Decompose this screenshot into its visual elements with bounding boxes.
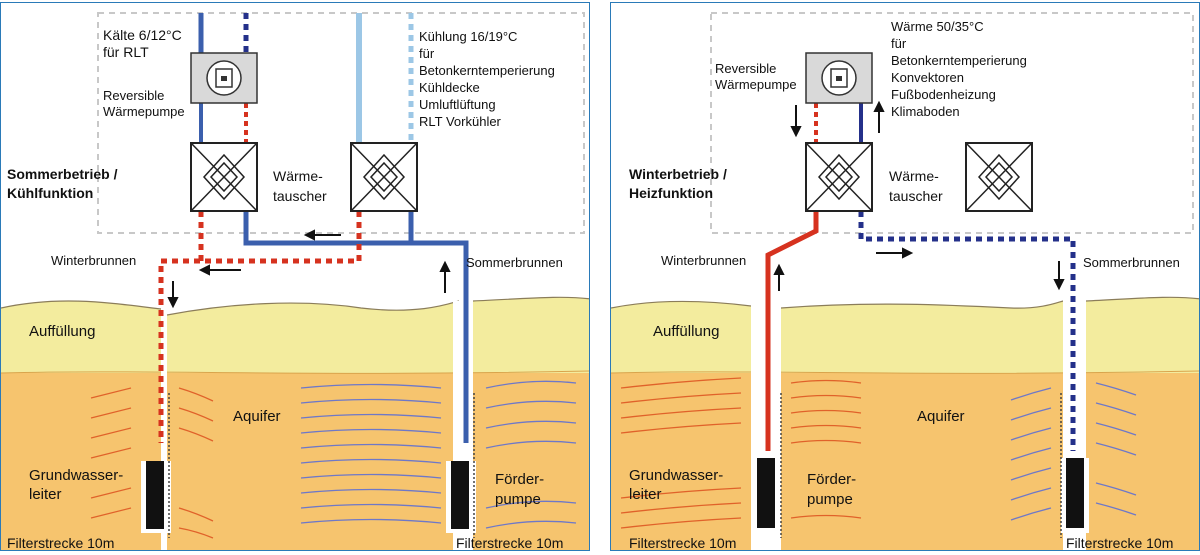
outflow-arrows-right: [1010, 382, 1137, 521]
exchanger-label-line1: Wärme-: [273, 168, 323, 184]
filter-left-label: Filterstrecke 10m: [7, 535, 115, 551]
winter-well-filter: [146, 461, 164, 529]
summer-diagram: [1, 12, 589, 550]
aquifer-layer: [611, 373, 1199, 550]
groundwater-label-line2: leiter: [29, 486, 62, 503]
cooling-use-2: Betonkerntemperierung: [419, 63, 555, 78]
heat-exchanger-icon: [805, 142, 873, 212]
cooling-use-5: RLT Vorkühler: [419, 114, 501, 129]
aquifer-layer: [1, 373, 589, 550]
winter-well-shaft: [161, 308, 167, 550]
heat-use-2: Betonkerntemperierung: [891, 53, 1027, 68]
groundwater-label-line2: leiter: [629, 486, 662, 503]
filter-right-label: Filterstrecke 10m: [456, 535, 564, 551]
pump-label-line1: Förder-: [807, 471, 857, 488]
heat-use-1: für: [891, 36, 907, 51]
cooling-use-3: Kühldecke: [419, 80, 480, 95]
winter-panel: Wärme 50/35°C für Betonkerntemperierung …: [610, 2, 1200, 551]
aquifer-label: Aquifer: [917, 408, 965, 425]
outflow-arrows-left: [90, 387, 214, 539]
filter-right-label: Filterstrecke 10m: [1066, 535, 1174, 551]
heat-exchanger-icon: [190, 142, 258, 212]
inflow-arrows-left: [620, 377, 862, 529]
building-boundary: [710, 12, 1194, 234]
heat-use-4: Fußbodenheizung: [891, 87, 996, 102]
cold-supply-target-label: für RLT: [103, 44, 149, 60]
fill-layer-label: Auffüllung: [653, 323, 720, 340]
winter-well-filter: [757, 458, 775, 528]
flow-arrows: [167, 229, 451, 309]
summer-well-label: Sommerbrunnen: [1083, 255, 1180, 270]
fill-layer-middle: [781, 301, 1063, 373]
fill-layer-right: [473, 297, 589, 373]
groundwater-label-line1: Grundwasser-: [29, 467, 124, 484]
cooling-use-4: Umluftlüftung: [419, 97, 496, 112]
cooling-use-1: für: [419, 46, 435, 61]
fill-layer-left: [1, 301, 161, 373]
fill-layer-right: [1086, 297, 1199, 373]
heat-use-5: Klimaboden: [891, 104, 960, 119]
heat-pump-label-line1: Reversible: [103, 88, 165, 103]
exchanger-label-line1: Wärme-: [889, 168, 939, 184]
groundwater-label-line1: Grundwasser-: [629, 467, 724, 484]
winter-well-label: Winterbrunnen: [661, 253, 747, 268]
building-boundary: [97, 12, 585, 234]
summer-well-pipe: [858, 211, 1076, 451]
heat-use-3: Konvektoren: [891, 70, 964, 85]
exchanger-label-line2: tauscher: [273, 188, 327, 204]
mode-subtitle: Kühlfunktion: [7, 185, 94, 201]
heat-pump-label-line2: Wärmepumpe: [715, 77, 797, 92]
mode-title: Sommerbetrieb /: [7, 166, 118, 182]
flow-arrows: [773, 100, 1065, 291]
pump-label-line1: Förder-: [495, 471, 545, 488]
summer-well-filter: [451, 461, 469, 529]
mode-title: Winterbetrieb /: [629, 166, 727, 182]
winter-well-pipe: [765, 211, 819, 451]
cooling-title-label: Kühlung 16/19°C: [419, 29, 518, 44]
inflow-arrows-right: [300, 380, 577, 529]
summer-well-filter: [1066, 458, 1084, 528]
heat-pump-label-line2: Wärmepumpe: [103, 104, 185, 119]
aquifer-label: Aquifer: [233, 408, 281, 425]
winter-well-label: Winterbrunnen: [51, 253, 137, 268]
filter-left-label: Filterstrecke 10m: [629, 535, 737, 551]
cold-supply-label: Kälte 6/12°C: [103, 27, 182, 43]
fill-layer-label: Auffüllung: [29, 323, 96, 340]
heat-supply-label: Wärme 50/35°C: [891, 19, 984, 34]
fill-layer-middle: [167, 301, 459, 373]
winter-well-pipe: [158, 211, 362, 443]
exchanger-link-pipe: [243, 211, 414, 246]
mode-subtitle: Heizfunktion: [629, 185, 713, 201]
winter-diagram: [611, 12, 1199, 550]
heat-pump-label-line1: Reversible: [715, 61, 777, 76]
heat-exchanger-icon: [965, 142, 1033, 212]
pump-label-line2: pumpe: [807, 491, 853, 508]
heat-exchanger-icon: [350, 142, 418, 212]
summer-well-label: Sommerbrunnen: [466, 255, 563, 270]
summer-well-pipe: [411, 240, 469, 443]
summer-panel: Kälte 6/12°C für RLT Reversible Wärmepum…: [0, 2, 590, 551]
fill-layer-left: [611, 301, 751, 373]
pump-label-line2: pumpe: [495, 491, 541, 508]
exchanger-label-line2: tauscher: [889, 188, 943, 204]
